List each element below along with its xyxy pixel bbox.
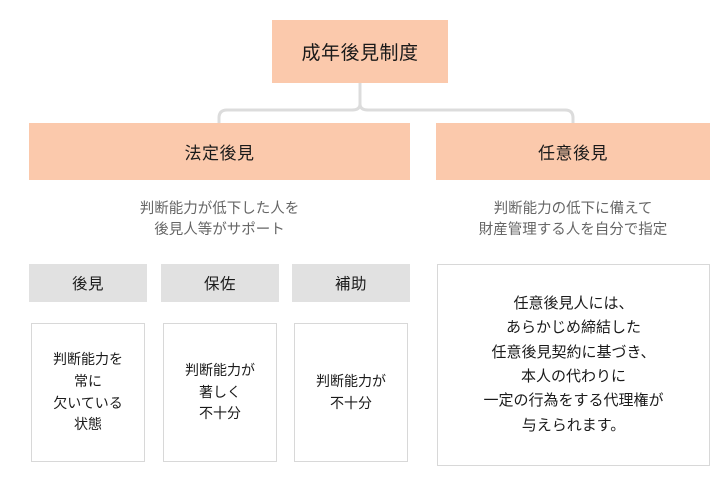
legal-type-detail-hojo: 判断能力が 不十分 bbox=[294, 323, 408, 462]
voluntary-guardianship-detail: 任意後見人には、 あらかじめ締結した 任意後見契約に基づき、 本人の代わりに 一… bbox=[437, 264, 710, 466]
root-title-box: 成年後見制度 bbox=[272, 20, 448, 83]
legal-type-detail-hosa: 判断能力が 著しく 不十分 bbox=[163, 323, 277, 462]
connector-branch-right bbox=[358, 101, 575, 125]
branch-note-legal: 判断能力が低下した人を 後見人等がサポート bbox=[139, 201, 300, 239]
branch-box-voluntary: 任意後見 bbox=[436, 123, 710, 180]
legal-type-header-hosa: 保佐 bbox=[161, 264, 279, 302]
connector-branch-left bbox=[217, 101, 362, 125]
branch-box-legal: 法定後見 bbox=[29, 123, 410, 180]
legal-type-detail-kouken: 判断能力を 常に 欠いている 状態 bbox=[31, 323, 145, 462]
branch-note-voluntary: 判断能力の低下に備えて 財産管理する人を自分で指定 bbox=[478, 201, 668, 239]
legal-type-header-hojo: 補助 bbox=[292, 264, 410, 302]
legal-type-header-kouken: 後見 bbox=[29, 264, 147, 302]
